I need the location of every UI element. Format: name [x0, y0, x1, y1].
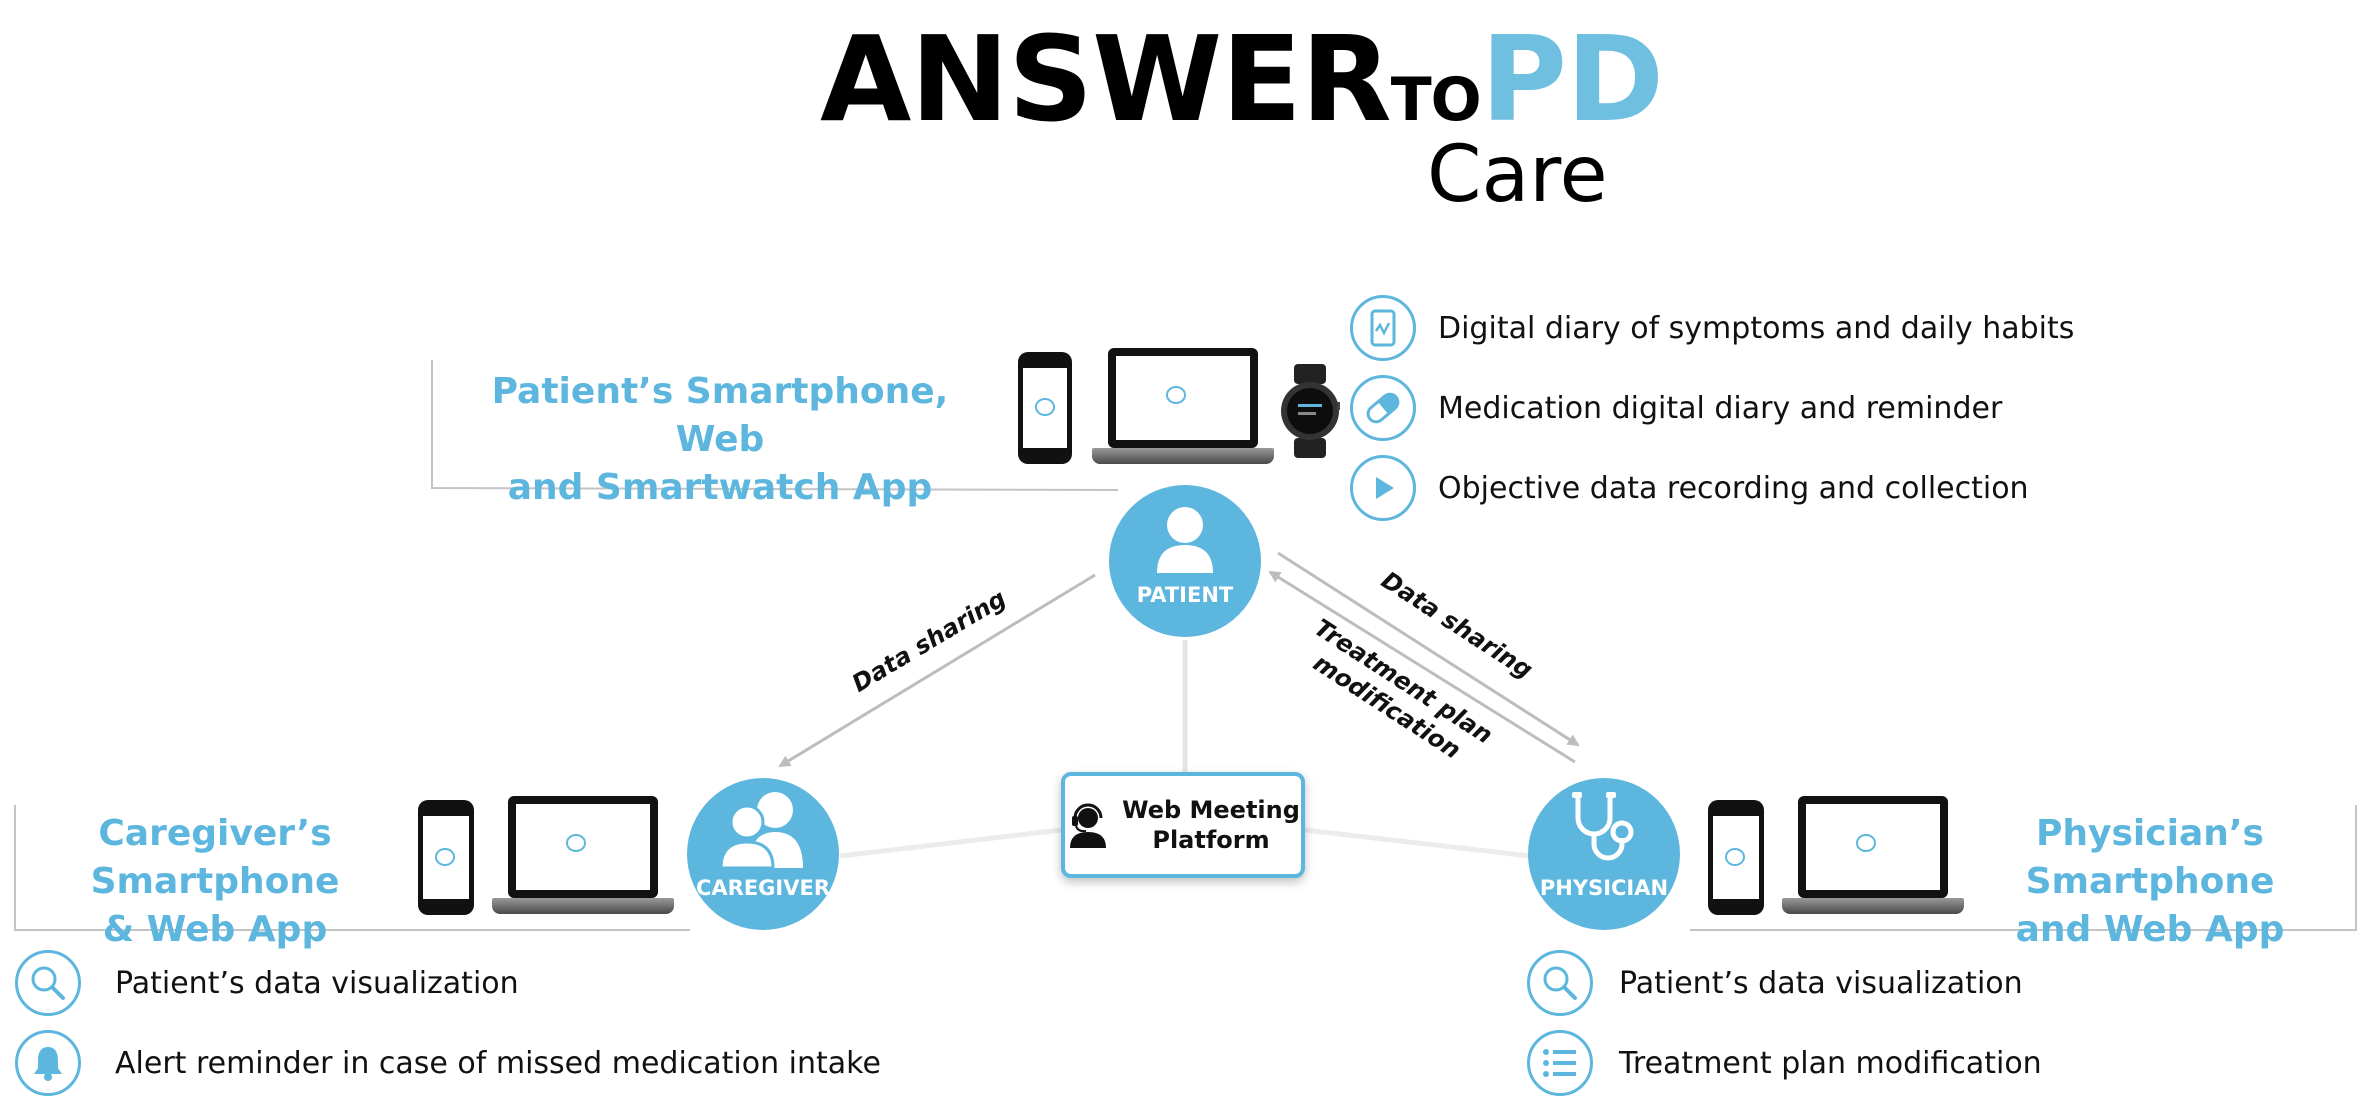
patient-feature-1-text: Digital diary of symptoms and daily habi…	[1438, 310, 2075, 346]
arrow-physician-to-patient	[1268, 570, 1576, 764]
physician-app-title: Physician’s Smartphone and Web App	[1950, 810, 2350, 954]
headset-user-icon	[1070, 803, 1107, 848]
line-physician-to-webmeeting	[1304, 827, 1531, 859]
patient-app-title-line2: and Smartwatch App	[507, 467, 933, 508]
caregiver-smartphone-image	[418, 800, 474, 915]
physician-feature-1-text: Patient’s data visualization	[1619, 965, 2023, 1001]
patient-node: PATIENT	[1109, 485, 1261, 637]
patient-laptop-image	[1108, 348, 1258, 448]
logo-answer: ANSWER	[820, 10, 1392, 148]
caregiver-feature-2-text: Alert reminder in case of missed medicat…	[115, 1045, 881, 1081]
physician-node-label: PHYSICIAN	[1539, 876, 1669, 900]
caregiver-feature-1: Patient’s data visualization	[15, 950, 519, 1016]
logo-subtitle: Care	[1427, 130, 1608, 220]
bell-icon	[15, 1030, 81, 1096]
caregiver-feature-1-text: Patient’s data visualization	[115, 965, 519, 1001]
patient-laptop-base	[1092, 448, 1274, 464]
patient-app-title: Patient’s Smartphone, Web and Smartwatch…	[470, 368, 970, 512]
two-people-icon	[719, 792, 803, 868]
caregiver-feature-2: Alert reminder in case of missed medicat…	[15, 1030, 881, 1096]
patient-app-bracket	[431, 360, 1119, 491]
physician-laptop-image	[1798, 796, 1948, 898]
physician-feature-1: Patient’s data visualization	[1527, 950, 2023, 1016]
web-meeting-line1: Web Meeting	[1122, 796, 1300, 824]
caregiver-app-title: Caregiver’s Smartphone & Web App	[15, 810, 415, 954]
patient-feature-3: Objective data recording and collection	[1350, 455, 2029, 521]
arrow-patient-to-caregiver	[778, 573, 1096, 768]
web-meeting-platform-box: Web Meeting Platform	[1061, 772, 1305, 878]
web-meeting-platform-label: Web Meeting Platform	[1122, 795, 1300, 855]
patient-node-label: PATIENT	[1136, 583, 1234, 607]
caregiver-node-label: CAREGIVER	[696, 876, 830, 900]
person-icon	[1157, 507, 1213, 573]
answertopd-logo: ANSWERTOPD	[820, 10, 1664, 148]
play-icon	[1350, 455, 1416, 521]
physician-app-title-line2: and Web App	[2015, 909, 2285, 950]
physician-feature-2: Treatment plan modification	[1527, 1030, 2042, 1096]
line-caregiver-to-webmeeting	[839, 827, 1062, 859]
physician-app-title-line1: Physician’s Smartphone	[2025, 813, 2275, 902]
web-meeting-line2: Platform	[1152, 826, 1270, 854]
patient-feature-2: Medication digital diary and reminder	[1350, 375, 2002, 441]
logo-pd: PD	[1480, 10, 1664, 148]
magnifier-icon	[1527, 950, 1593, 1016]
caregiver-app-title-line2: & Web App	[102, 909, 328, 950]
patient-feature-1: Digital diary of symptoms and daily habi…	[1350, 295, 2074, 361]
logo-to: TO	[1390, 65, 1482, 135]
physician-smartphone-image	[1708, 800, 1764, 915]
list-icon	[1527, 1030, 1593, 1096]
caregiver-app-title-line1: Caregiver’s Smartphone	[90, 813, 340, 902]
patient-feature-2-text: Medication digital diary and reminder	[1438, 390, 2003, 426]
patient-smartphone-image	[1018, 352, 1072, 464]
smartphone-chart-icon	[1350, 295, 1416, 361]
physician-laptop-base	[1782, 898, 1964, 914]
patient-app-title-line1: Patient’s Smartphone, Web	[491, 371, 949, 460]
physician-app-bracket	[1690, 805, 2357, 931]
caregiver-node: CAREGIVER	[687, 778, 839, 930]
patient-feature-3-text: Objective data recording and collection	[1438, 470, 2029, 506]
caregiver-laptop-image	[508, 796, 658, 898]
pill-icon	[1350, 375, 1416, 441]
physician-node: PHYSICIAN	[1528, 778, 1680, 930]
smartwatch-image	[1281, 364, 1340, 458]
physician-feature-2-text: Treatment plan modification	[1619, 1045, 2042, 1081]
magnifier-icon	[15, 950, 81, 1016]
caregiver-app-bracket	[14, 805, 690, 931]
caregiver-laptop-base	[492, 898, 674, 914]
stethoscope-icon	[1572, 792, 1634, 861]
arrow-patient-to-physician	[1277, 551, 1580, 747]
